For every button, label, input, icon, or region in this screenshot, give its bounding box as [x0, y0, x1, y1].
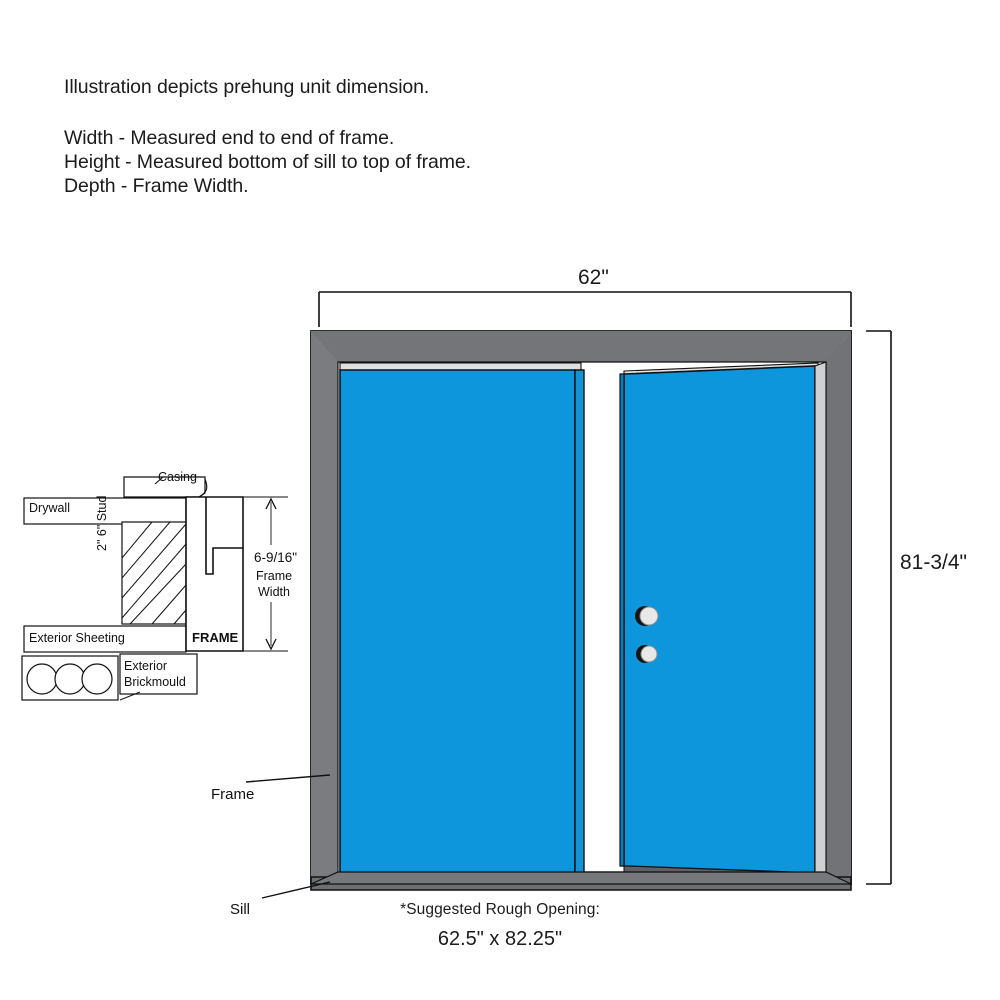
frame-width-label-line1: Frame	[256, 569, 293, 583]
stud-label: 2" 6" Stud	[95, 495, 109, 551]
height-dimension-line	[866, 330, 892, 885]
spec-width: Width - Measured end to end of frame.	[64, 127, 395, 149]
door-knob-icon	[639, 606, 659, 626]
rough-opening-caption: *Suggested Rough Opening:	[400, 901, 600, 918]
brickmould-circle-1	[26, 663, 58, 695]
frame-width-label-line2: Width	[258, 585, 290, 599]
frame-width-value: 6-9/16"	[254, 550, 298, 565]
exterior-sheeting-box	[23, 625, 187, 653]
left-door-panel[interactable]	[339, 362, 585, 881]
wall-section-detail	[21, 476, 288, 701]
stud-box	[121, 521, 187, 625]
sill-leader-line	[261, 881, 331, 899]
frame-head	[311, 331, 851, 362]
left-door-face	[339, 369, 576, 881]
callout-leaders	[245, 774, 331, 899]
stud-hatching	[121, 521, 187, 625]
drywall-label: Drywall	[29, 501, 70, 515]
width-dimension-label: 62"	[578, 266, 609, 289]
frame-callout-label: Frame	[211, 786, 255, 803]
left-door-edge	[574, 369, 585, 881]
right-door-panel[interactable]	[619, 361, 827, 882]
frame-profile-outline	[185, 496, 244, 652]
exterior-sheeting-label: Exterior Sheeting	[29, 631, 125, 645]
sill-callout-label: Sill	[230, 901, 251, 918]
frame-profile-notch	[205, 497, 243, 575]
spec-height: Height - Measured bottom of sill to top …	[64, 151, 471, 173]
brickmould-circle-2	[54, 663, 86, 695]
width-dimension-line	[318, 291, 852, 327]
door-sill	[310, 871, 852, 891]
frame-leader-line	[245, 774, 331, 783]
casing-label: Casing	[158, 470, 197, 484]
brickmould-label-box	[119, 653, 198, 695]
frame-width-dimension	[243, 496, 288, 652]
right-door-leading-edge	[619, 373, 625, 867]
spec-depth: Depth - Frame Width.	[64, 175, 249, 197]
frame-left-jamb	[311, 331, 338, 884]
exterior-brickmould-label-line2: Brickmould	[124, 675, 186, 689]
rough-opening-value: 62.5" x 82.25"	[437, 928, 563, 950]
intro-text: Illustration depicts prehung unit dimens…	[64, 76, 430, 98]
drywall-box	[23, 497, 187, 525]
right-door-hinge-edge	[814, 361, 827, 874]
deadbolt-icon	[640, 645, 658, 663]
sill-top-face	[310, 871, 852, 885]
frame-profile-label: FRAME	[192, 630, 239, 645]
height-dimension-label: 81-3/4"	[900, 551, 967, 574]
spec-list: Width - Measured end to end of frame. He…	[64, 126, 471, 198]
exterior-brickmould-label-line1: Exterior	[124, 659, 168, 673]
frame-right-jamb	[826, 331, 851, 884]
door-hardware[interactable]	[635, 606, 659, 663]
brickmould-circle-3	[81, 663, 113, 695]
